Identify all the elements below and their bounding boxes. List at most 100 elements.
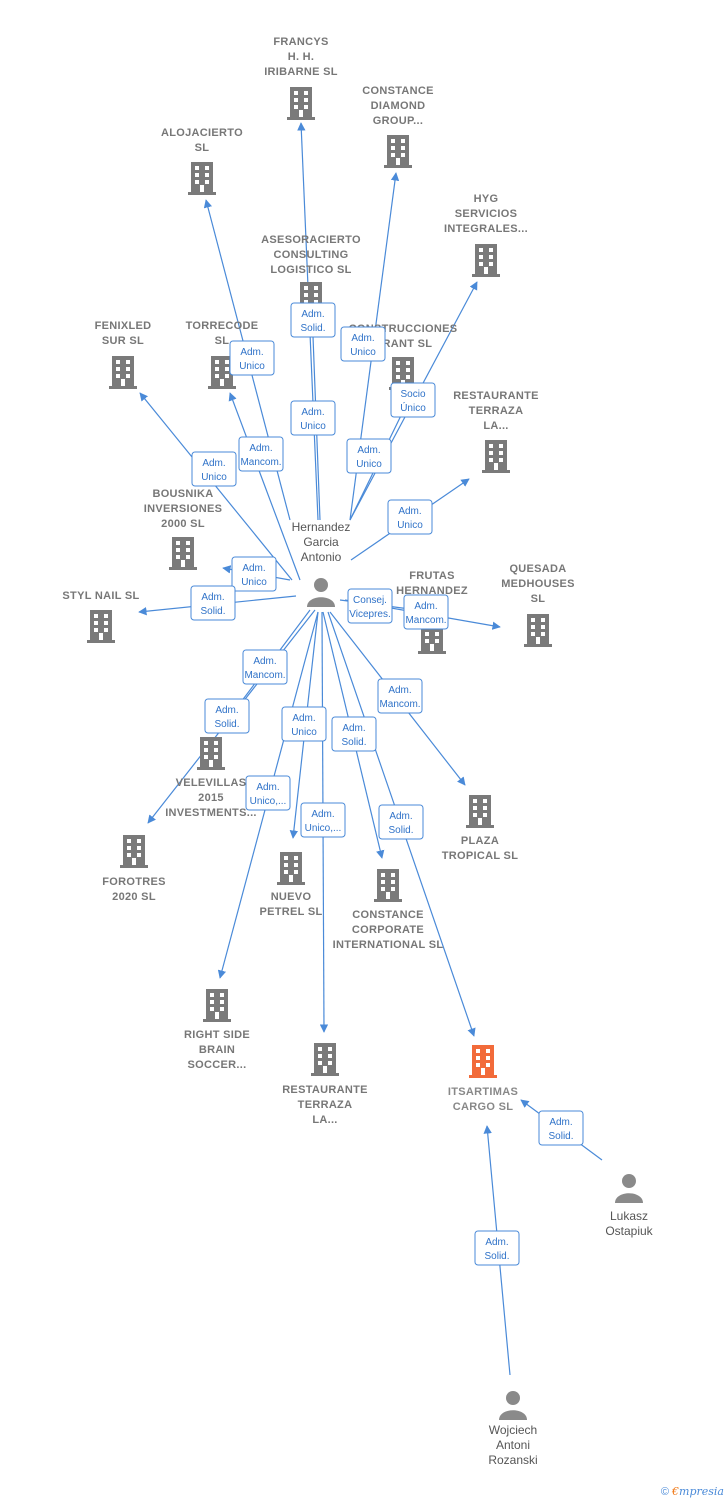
relation-label-hernandez-restaurante-terraza-1[interactable]: Adm.Unico [387, 499, 433, 535]
building-icon [197, 737, 225, 770]
relation-label-text: Solid. [341, 737, 366, 748]
company-name-line: INVERSIONES [144, 503, 223, 515]
building-icon [109, 356, 137, 389]
relation-label-text: Adm. [485, 1237, 508, 1248]
relation-label-text: Solid. [200, 606, 225, 617]
relation-label-text: Unico [291, 727, 317, 738]
relation-label-hernandez-right-side[interactable]: Adm.Unico,... [245, 775, 291, 811]
building-icon [482, 440, 510, 473]
company-node-fenixled[interactable]: FENIXLED SUR SL [95, 320, 152, 389]
building-icon [120, 835, 148, 868]
relation-label-hernandez-restaurante-terraza-2[interactable]: Adm.Unico,... [300, 802, 346, 838]
relation-label-hernandez-constance-diamond[interactable]: Adm.Unico [340, 326, 386, 362]
company-name-line: SUR SL [102, 335, 144, 347]
relation-label-text: Único [400, 401, 426, 414]
relation-label-hernandez-alojacierto[interactable]: Adm.Unico [229, 340, 275, 376]
company-name-line: INTEGRALES... [444, 223, 528, 235]
company-name-line: ASESORACIERTO [261, 234, 361, 246]
company-name-line: IRIBARNE SL [264, 66, 338, 78]
relation-label-hernandez-torrecode[interactable]: Adm.Mancom. [238, 436, 284, 472]
building-icon [472, 244, 500, 277]
company-name-line: MEDHOUSES [501, 578, 575, 590]
building-icon [524, 614, 552, 647]
company-name-line: GROUP... [373, 115, 424, 127]
relation-label-text: Vicepres. [349, 609, 391, 620]
company-name-line: RESTAURANTE [282, 1084, 368, 1096]
building-icon [87, 610, 115, 643]
company-name-line: TERRAZA [469, 405, 524, 417]
company-node-styl-nail[interactable]: STYL NAIL SL [62, 590, 139, 643]
company-name-line: CARGO SL [453, 1101, 513, 1113]
company-name-line: FENIXLED [95, 320, 152, 332]
company-node-right-side[interactable]: RIGHT SIDEBRAINSOCCER... [184, 989, 250, 1071]
relation-label-hernandez-frutas[interactable]: Consej.Vicepres. [347, 588, 393, 624]
copyright-symbol: © [660, 1486, 669, 1498]
relation-label-text: Unico [350, 347, 376, 358]
company-name-line: SOCCER... [188, 1059, 247, 1071]
relation-label-text: Solid. [214, 719, 239, 730]
relation-label-hernandez-constance-corporate[interactable]: Adm.Solid. [331, 716, 377, 752]
relation-label-text: Solid. [388, 825, 413, 836]
relation-label-text: Unico [239, 361, 265, 372]
relation-label-hernandez-fenixled[interactable]: Adm.Unico [191, 451, 237, 487]
relation-label-lukasz-itsartimas[interactable]: Adm.Solid. [538, 1110, 584, 1146]
relation-label-hernandez-itsartimas[interactable]: Adm.Solid. [378, 804, 424, 840]
relation-label-text: Unico [300, 421, 326, 432]
brand-name: mpresia [679, 1485, 724, 1498]
company-name-line: INVESTMENTS... [165, 807, 257, 819]
relation-label-hernandez-bousnika[interactable]: Adm.Unico [231, 556, 277, 592]
relation-label-hernandez-francys[interactable]: Adm.Solid. [290, 302, 336, 338]
company-name-line: SL [215, 335, 230, 347]
relation-label-hernandez-construcciones[interactable]: Adm. Unico [346, 438, 392, 474]
relation-label-wojciech-itsartimas[interactable]: Adm.Solid. [474, 1230, 520, 1266]
company-name-line: RESTAURANTE [453, 390, 539, 402]
relation-label-hernandez-quesada[interactable]: Adm.Mancom. [403, 594, 449, 630]
company-node-restaurante-terraza-2[interactable]: RESTAURANTETERRAZALA... [282, 1043, 368, 1126]
company-node-hyg[interactable]: HYGSERVICIOSINTEGRALES... [444, 193, 528, 277]
company-name-line: DIAMOND [371, 100, 426, 112]
relation-label-text: Adm. [357, 445, 380, 456]
building-icon [169, 537, 197, 570]
relation-label-hernandez-asesoracierto[interactable]: Adm.Unico [290, 400, 336, 436]
relation-label-hernandez-styl-nail[interactable]: Adm.Solid. [190, 585, 236, 621]
relation-label-hernandez-forotres[interactable]: Adm.Mancom. [377, 678, 423, 714]
company-node-constance-diamond[interactable]: CONSTANCEDIAMONDGROUP... [362, 85, 434, 168]
relation-label-hernandez-velevillas[interactable]: Adm.Mancom. [242, 649, 288, 685]
relation-label-text: Unico [356, 459, 382, 470]
company-name-line: LA... [312, 1114, 337, 1126]
company-node-velevillas[interactable]: VELEVILLAS2015INVESTMENTS... [165, 737, 257, 819]
company-name-line: TROPICAL SL [442, 850, 518, 862]
brand-initial: € [672, 1485, 680, 1498]
relation-label-text: Adm. [242, 563, 265, 574]
company-node-restaurante-terraza-1[interactable]: RESTAURANTETERRAZALA... [453, 390, 539, 473]
company-name-line: BRAIN [199, 1044, 235, 1056]
relation-label-text: Solid. [548, 1131, 573, 1142]
company-name-line: QUESADA [509, 563, 566, 575]
person-name-line: Ostapiuk [605, 1224, 653, 1238]
relation-label-hernandez-nuevo-petrel[interactable]: Adm.Unico [281, 706, 327, 742]
company-node-constance-corporate[interactable]: CONSTANCE CORPORATE INTERNATIONAL SL [333, 869, 444, 951]
company-name-line: CONSTANCE [352, 909, 424, 921]
company-name-line: 2000 SL [161, 518, 205, 530]
company-name-line: ALOJACIERTO [161, 127, 243, 139]
company-name-line: FRUTAS [409, 570, 455, 582]
relation-label-hernandez-plaza-tropical[interactable]: Adm.Solid. [204, 698, 250, 734]
company-name-line: INTERNATIONAL SL [333, 939, 444, 951]
building-icon [469, 1045, 497, 1078]
company-name-line: STYL NAIL SL [62, 590, 139, 602]
company-name-line: CORPORATE [352, 924, 424, 936]
